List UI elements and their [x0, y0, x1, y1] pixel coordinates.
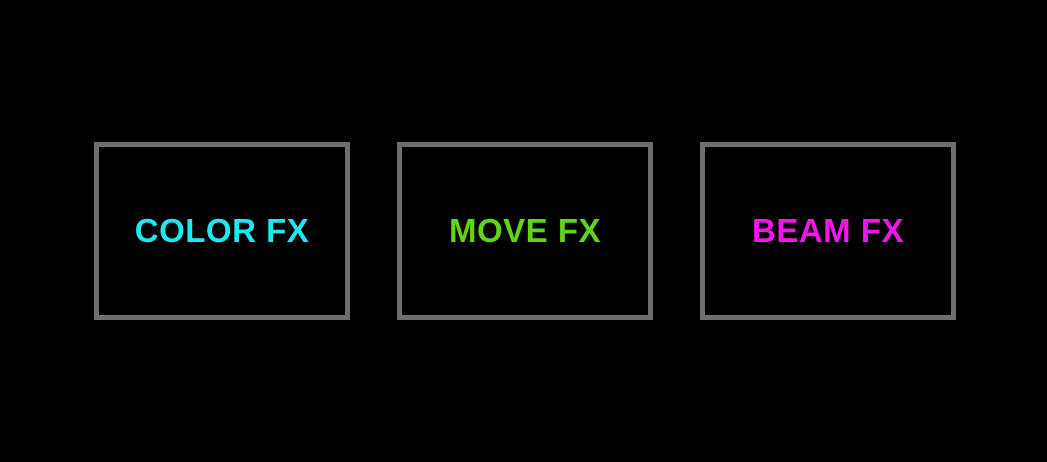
- color-fx-button[interactable]: COLOR FX: [94, 142, 350, 320]
- beam-fx-label: BEAM FX: [752, 212, 904, 249]
- beam-fx-button[interactable]: BEAM FX: [700, 142, 956, 320]
- color-fx-label: COLOR FX: [134, 212, 310, 249]
- move-fx-button[interactable]: MOVE FX: [397, 142, 653, 320]
- move-fx-label: MOVE FX: [448, 212, 602, 249]
- fx-button-row: COLOR FX MOVE FX BEAM FX: [94, 142, 956, 320]
